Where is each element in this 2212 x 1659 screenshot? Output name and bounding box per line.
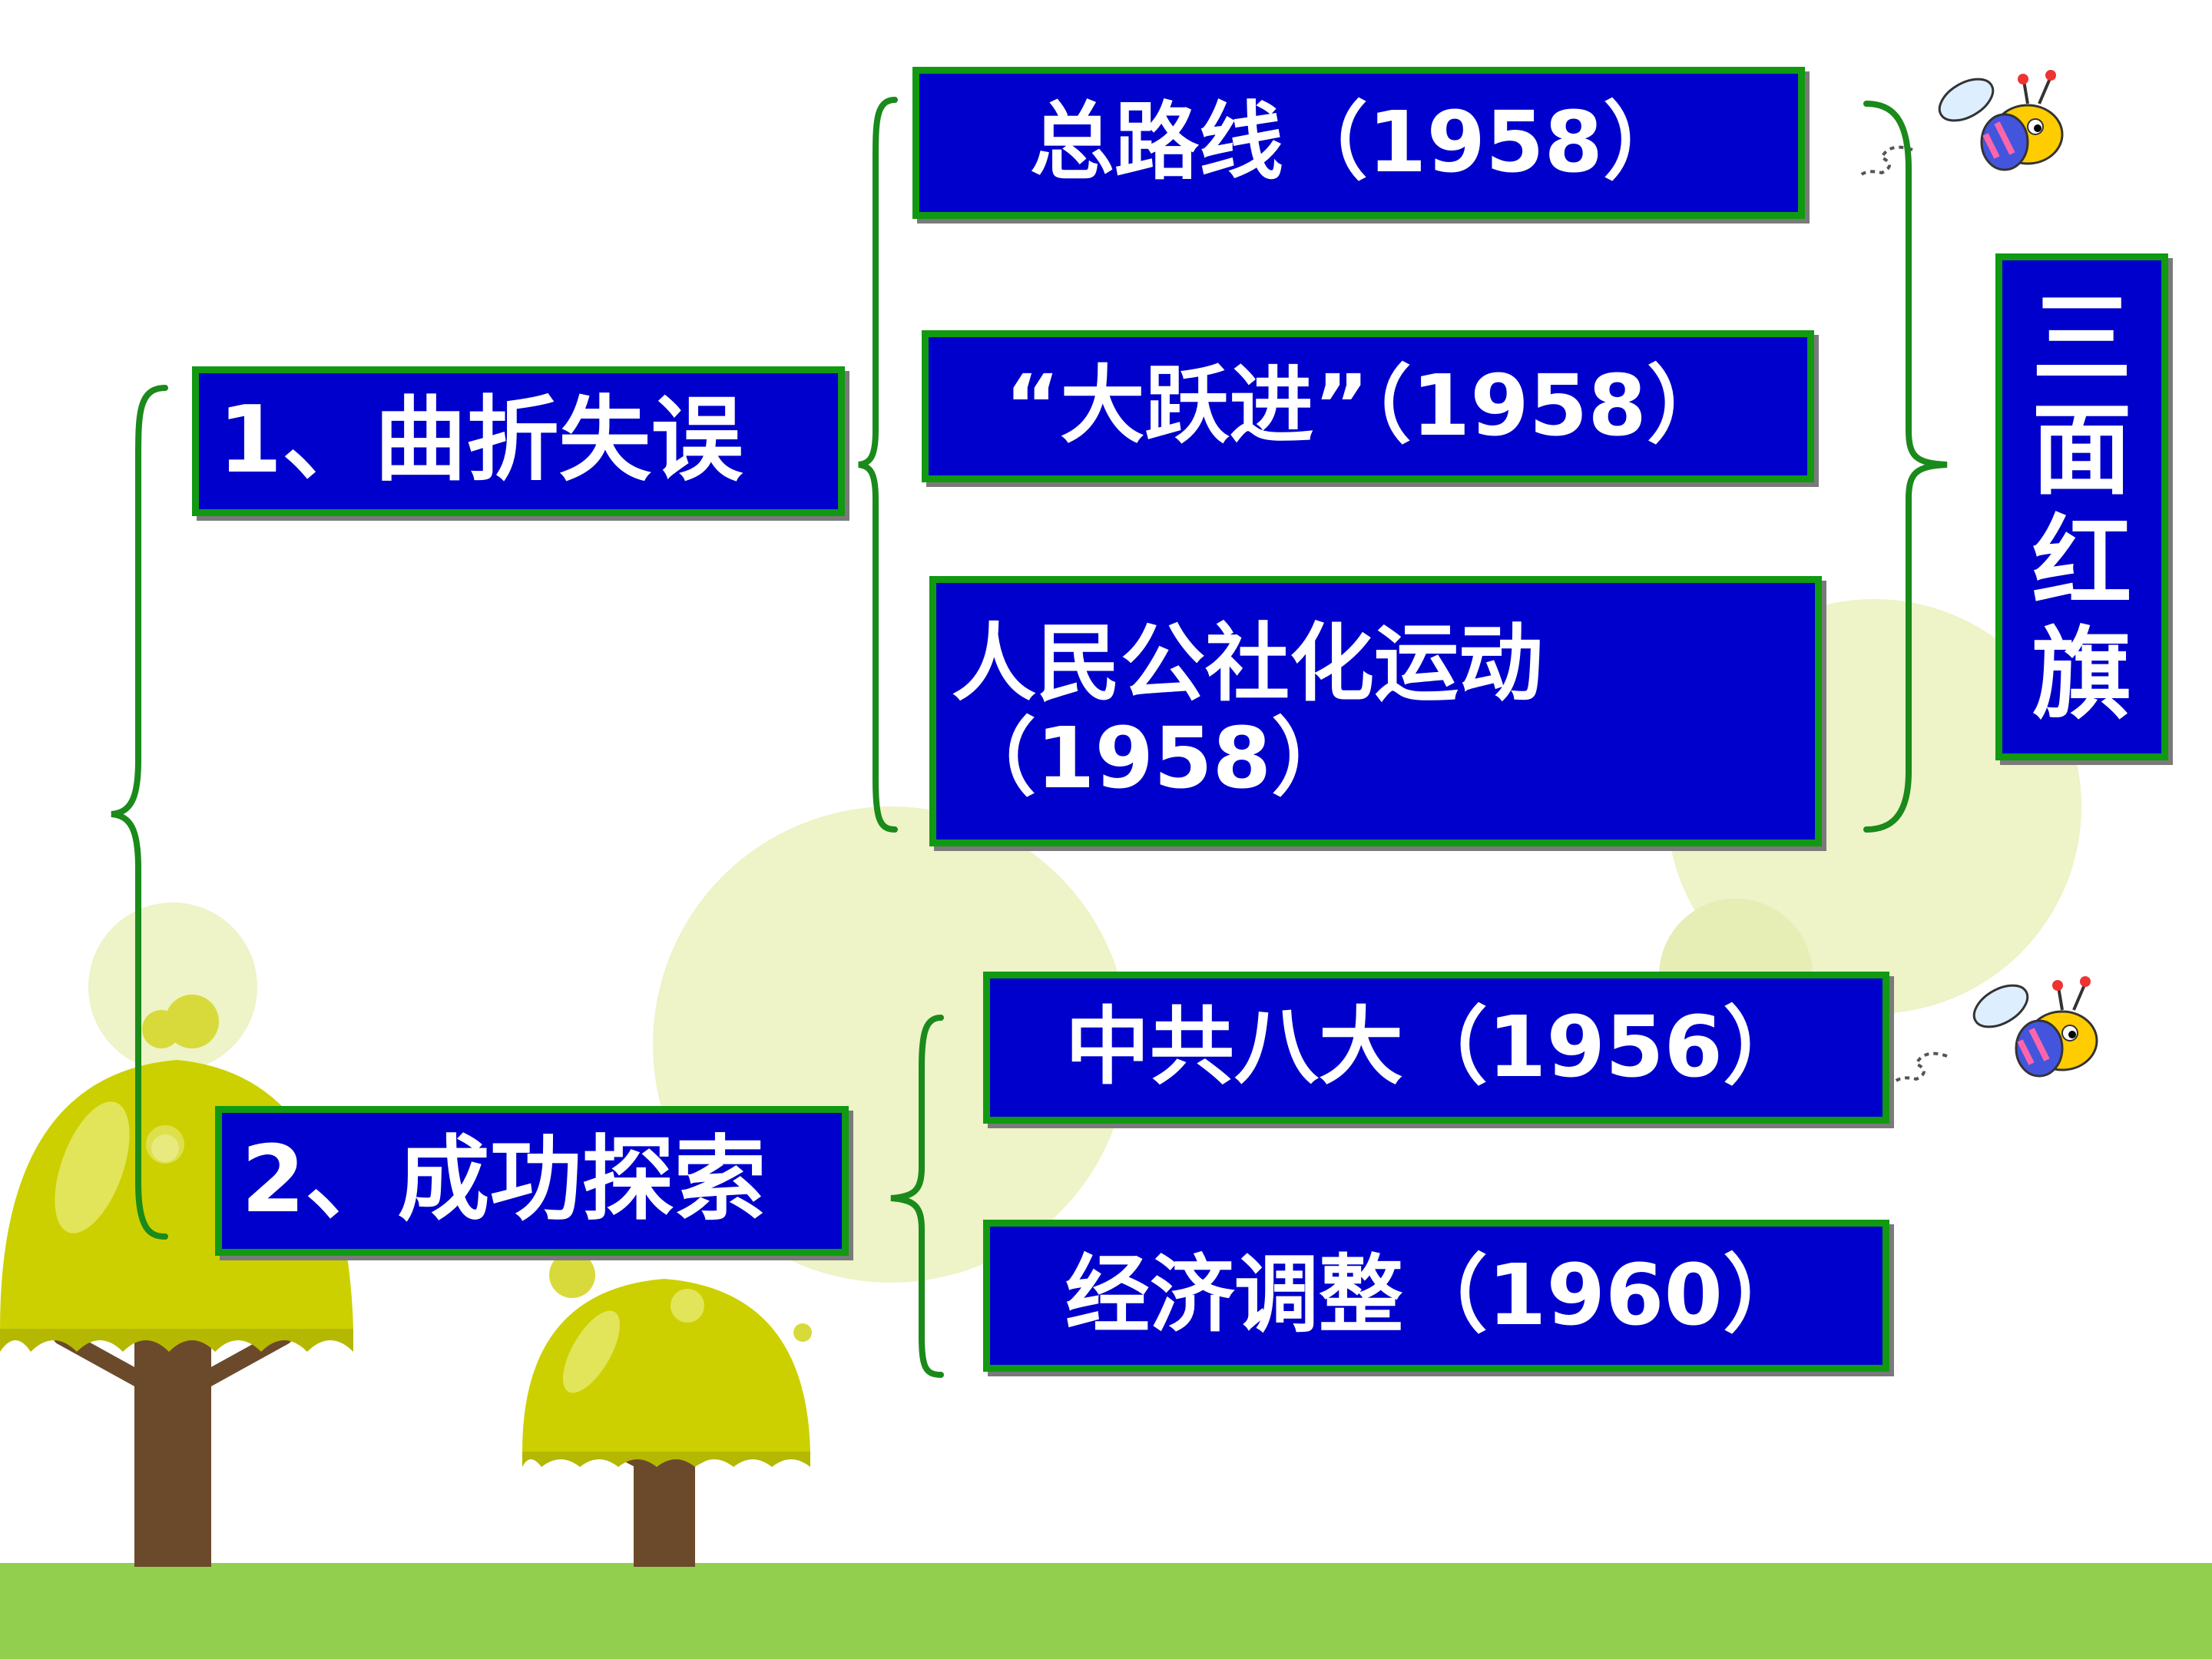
grass	[0, 1563, 2212, 1659]
node-detours: 1、曲折失误	[192, 366, 845, 516]
item-people-commune: 人民公社化运动 （1958）	[929, 576, 1822, 846]
item-economic-adjustment-label: 经济调整（1960）	[1065, 1246, 1808, 1345]
item-people-commune-label-line1: 人民公社化运动	[952, 614, 1543, 713]
summary-three-red-banners: 三 面 红 旗	[1995, 253, 2168, 760]
bg-bubble	[88, 902, 257, 1071]
summary-char: 面	[2032, 392, 2132, 509]
item-great-leap-label: “大跃进”（1958）	[1005, 356, 1731, 455]
item-eighth-congress-label: 中共八大（1956）	[1065, 998, 1808, 1097]
summary-char: 三	[2032, 280, 2132, 397]
bee-icon	[1857, 70, 2064, 178]
tree-icon	[522, 1252, 812, 1567]
tree-icon	[0, 995, 353, 1567]
summary-char: 旗	[2032, 615, 2132, 733]
item-economic-adjustment: 经济调整（1960）	[983, 1220, 1889, 1372]
item-people-commune-label-line2: （1958）	[952, 709, 1356, 807]
summary-char: 红	[2032, 504, 2132, 621]
bee-icon	[1892, 976, 2098, 1084]
item-general-line: 总路线（1958）	[912, 67, 1805, 219]
item-general-line-label: 总路线（1958）	[1029, 93, 1688, 192]
item-eighth-congress: 中共八大（1956）	[983, 972, 1889, 1124]
node-success-label: 2、成功探索	[241, 1127, 767, 1234]
node-success: 2、成功探索	[215, 1106, 849, 1256]
node-detours-label: 1、曲折失误	[218, 387, 743, 495]
item-great-leap: “大跃进”（1958）	[922, 330, 1814, 482]
